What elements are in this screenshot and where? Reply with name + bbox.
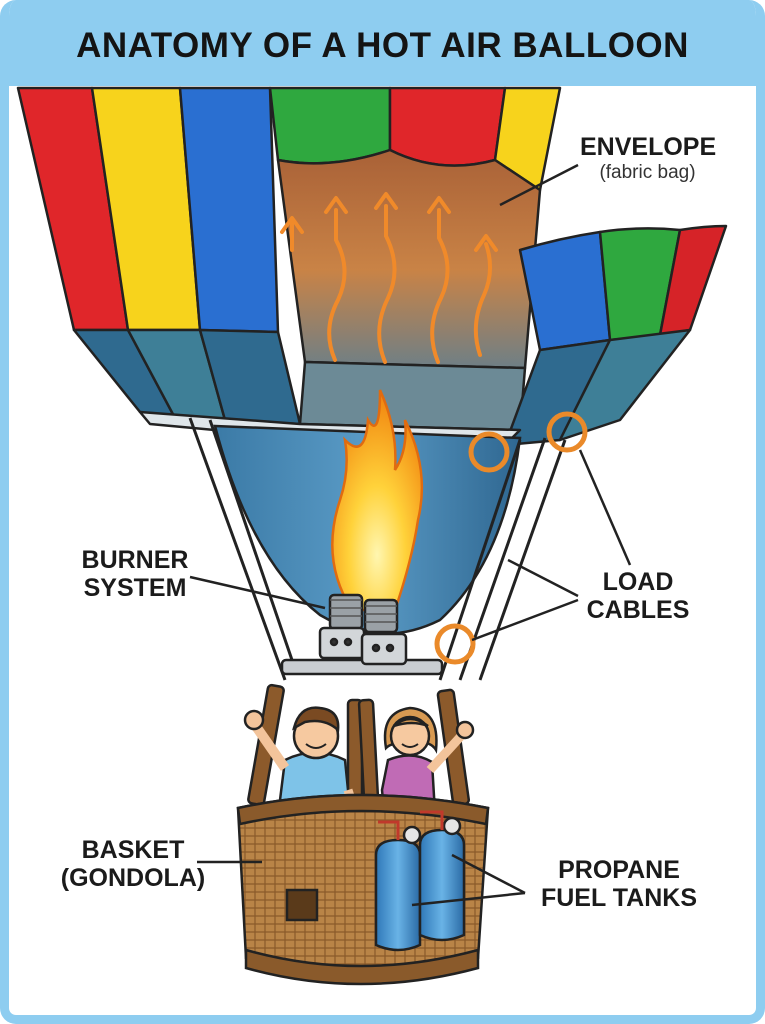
cable — [188, 417, 287, 681]
cable-rings — [434, 411, 588, 665]
leader-load-cables — [578, 449, 632, 566]
label-envelope-title: ENVELOPE — [580, 133, 717, 161]
basket-step — [285, 888, 319, 922]
flap-panel-blue — [518, 230, 612, 352]
label-burner-system: BURNER SYSTEM — [70, 546, 200, 602]
heat-arrow — [473, 242, 492, 357]
burner-head — [360, 632, 408, 666]
propane-tanks — [374, 810, 466, 952]
burner-head — [318, 626, 366, 660]
basket-base — [244, 948, 480, 986]
title-bar: ANATOMY OF A HOT AIR BALLOON — [9, 0, 756, 86]
burner-coil — [363, 598, 399, 634]
label-burner-line2: SYSTEM — [83, 574, 187, 602]
cable — [438, 439, 522, 681]
heat-arrows — [280, 192, 498, 364]
cable-ring — [468, 431, 510, 473]
label-basket: BASKET (GONDOLA) — [58, 836, 208, 892]
heat-arrow — [327, 208, 347, 362]
label-basket-line2: (GONDOLA) — [60, 864, 206, 892]
label-propane-line1: PROPANE — [558, 856, 680, 884]
cable — [478, 439, 567, 681]
propane-tank — [374, 838, 422, 952]
label-load-line2: CABLES — [586, 596, 690, 624]
propane-tank — [418, 828, 466, 942]
flap-lower — [558, 328, 692, 442]
heat-arrow — [377, 204, 397, 364]
leader-load-cables — [507, 558, 579, 598]
leader-burner — [189, 575, 326, 610]
label-propane-line2: FUEL TANKS — [540, 884, 698, 912]
cable-ring — [434, 623, 476, 665]
envelope-panel-red — [388, 86, 507, 167]
label-burner-line1: BURNER — [81, 546, 189, 574]
label-load-cables: LOAD CABLES — [578, 568, 698, 624]
cable — [208, 419, 294, 661]
label-envelope-subtitle: (fabric bag) — [599, 162, 696, 183]
heat-arrow — [430, 208, 450, 364]
envelope-panel-green — [268, 86, 392, 165]
leader-envelope — [499, 163, 579, 207]
interior-lower — [298, 360, 527, 432]
basket-rim — [236, 793, 490, 826]
label-envelope: ENVELOPE (fabric bag) — [580, 133, 717, 185]
label-basket-line1: BASKET — [81, 836, 185, 864]
leader-propane — [411, 891, 526, 907]
tank-gauge — [402, 825, 422, 845]
label-load-line1: LOAD — [602, 568, 674, 596]
tank-gauge — [442, 816, 462, 836]
hot-air-interior — [276, 148, 542, 370]
leader-lines — [189, 163, 632, 907]
burner-flame — [331, 389, 424, 612]
leader-propane — [451, 853, 526, 895]
leader-load-cables — [471, 598, 579, 642]
burner-system — [280, 593, 444, 676]
page-title: ANATOMY OF A HOT AIR BALLOON — [76, 26, 689, 65]
cable-ring — [546, 411, 588, 453]
flap-panel-red — [658, 224, 728, 337]
label-propane: PROPANE FUEL TANKS — [538, 856, 700, 912]
